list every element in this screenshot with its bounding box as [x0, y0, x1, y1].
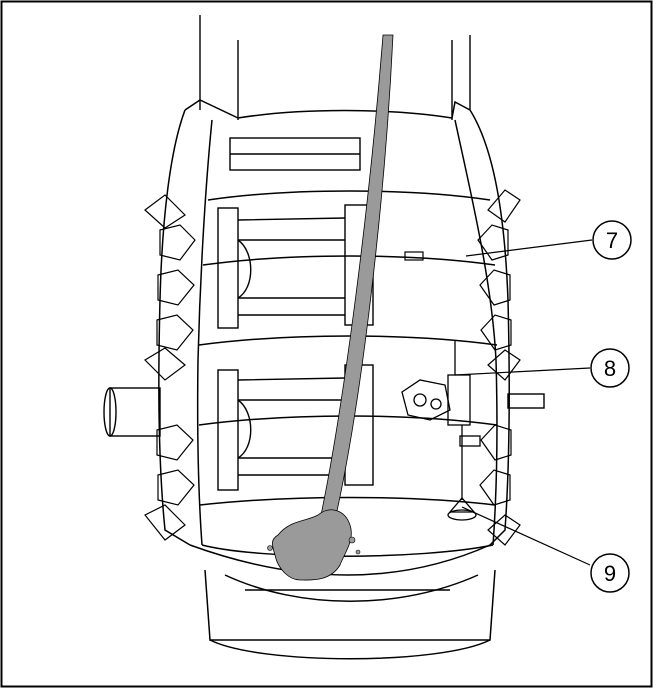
left-ribs: [144, 194, 196, 541]
callout-label: 7: [606, 228, 618, 253]
leader-8: [454, 367, 591, 376]
callout-8: 8: [590, 348, 630, 388]
leader-9: [461, 506, 591, 566]
float-switch-assembly: [401, 340, 481, 521]
upper-bracket: [229, 137, 361, 171]
callout-leaders: [454, 239, 593, 566]
outlet-pipe: [507, 393, 545, 409]
callout-circle: [592, 220, 632, 260]
wall-clip: [404, 251, 424, 261]
riser-pipes: [199, 15, 471, 120]
callout-circle: [590, 553, 630, 593]
liquid-stream: [267, 34, 394, 581]
callout-label: 8: [604, 356, 616, 381]
callout-circle: [590, 348, 630, 388]
callout-9: 9: [590, 553, 630, 593]
callout-label: 9: [604, 561, 616, 586]
callout-7: 7: [592, 220, 632, 260]
leader-7: [465, 239, 593, 257]
inlet-pipe: [103, 387, 161, 437]
